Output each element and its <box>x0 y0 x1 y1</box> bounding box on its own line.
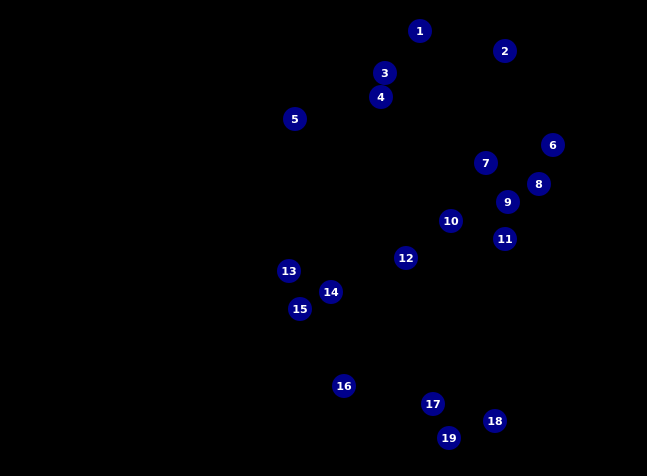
node-marker-13[interactable]: 13 <box>277 259 301 283</box>
node-marker-9[interactable]: 9 <box>496 190 520 214</box>
node-marker-11[interactable]: 11 <box>493 227 517 251</box>
node-marker-4[interactable]: 4 <box>369 85 393 109</box>
node-marker-10[interactable]: 10 <box>439 209 463 233</box>
node-marker-7[interactable]: 7 <box>474 151 498 175</box>
node-marker-19[interactable]: 19 <box>437 426 461 450</box>
node-marker-2[interactable]: 2 <box>493 39 517 63</box>
node-marker-15[interactable]: 15 <box>288 297 312 321</box>
node-marker-18[interactable]: 18 <box>483 409 507 433</box>
node-marker-3[interactable]: 3 <box>373 61 397 85</box>
node-marker-14[interactable]: 14 <box>319 280 343 304</box>
node-marker-5[interactable]: 5 <box>283 107 307 131</box>
node-marker-17[interactable]: 17 <box>421 392 445 416</box>
node-marker-8[interactable]: 8 <box>527 172 551 196</box>
node-marker-12[interactable]: 12 <box>394 246 418 270</box>
node-marker-6[interactable]: 6 <box>541 133 565 157</box>
node-marker-16[interactable]: 16 <box>332 374 356 398</box>
node-marker-1[interactable]: 1 <box>408 19 432 43</box>
